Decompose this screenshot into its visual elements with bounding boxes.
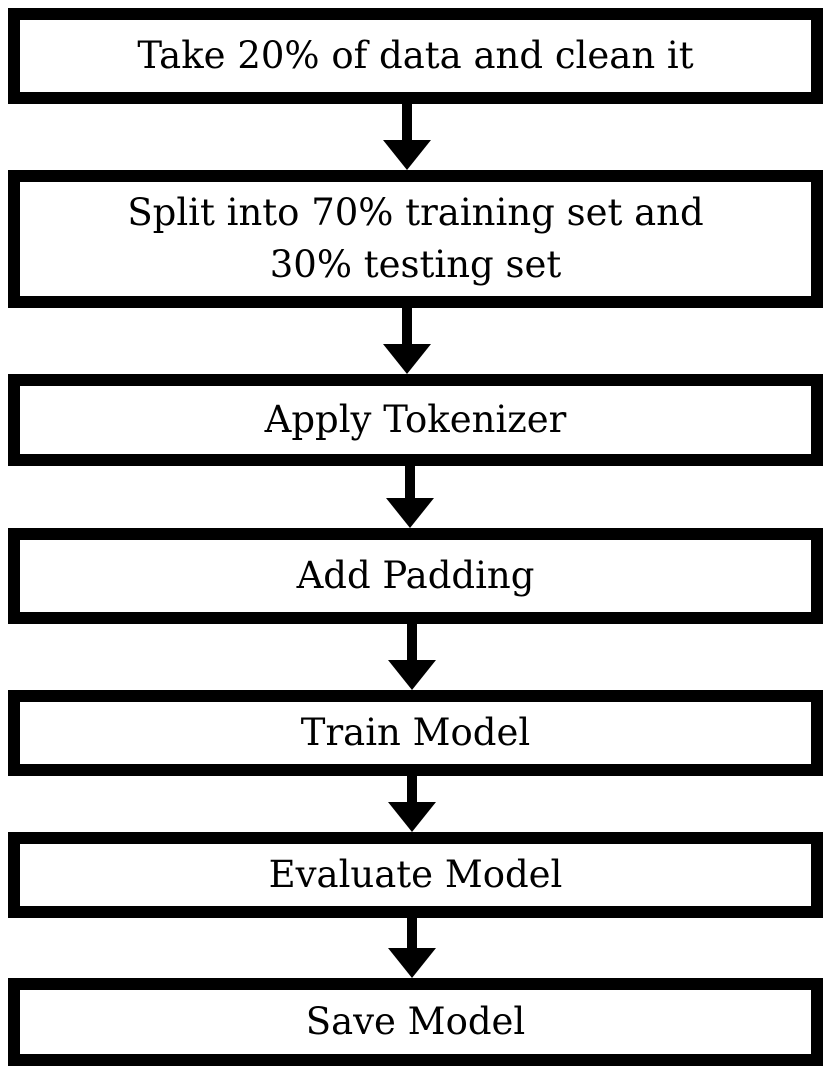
arrow-down-icon xyxy=(388,918,436,978)
arrow-down-icon xyxy=(388,624,436,690)
step-tokenizer-label: Apply Tokenizer xyxy=(264,398,567,441)
step-train-label: Train Model xyxy=(300,711,531,754)
step-padding-label: Add Padding xyxy=(296,554,535,597)
step-take-data-label: Take 20% of data and clean it xyxy=(137,34,694,77)
step-tokenizer-box: Apply Tokenizer xyxy=(8,374,823,466)
step-save-box: Save Model xyxy=(8,978,823,1066)
step-split-box: Split into 70% training set and 30% test… xyxy=(8,170,823,308)
step-train-box: Train Model xyxy=(8,690,823,776)
step-split-label: Split into 70% training set and 30% test… xyxy=(127,191,704,286)
step-evaluate-label: Evaluate Model xyxy=(268,853,563,896)
arrow-down-icon xyxy=(383,104,431,170)
step-take-data-box: Take 20% of data and clean it xyxy=(8,8,823,104)
arrow-down-icon xyxy=(383,308,431,374)
step-evaluate-box: Evaluate Model xyxy=(8,832,823,918)
step-save-label: Save Model xyxy=(305,1000,526,1043)
arrow-down-icon xyxy=(388,776,436,832)
arrow-down-icon xyxy=(386,466,434,528)
step-padding-box: Add Padding xyxy=(8,528,823,624)
